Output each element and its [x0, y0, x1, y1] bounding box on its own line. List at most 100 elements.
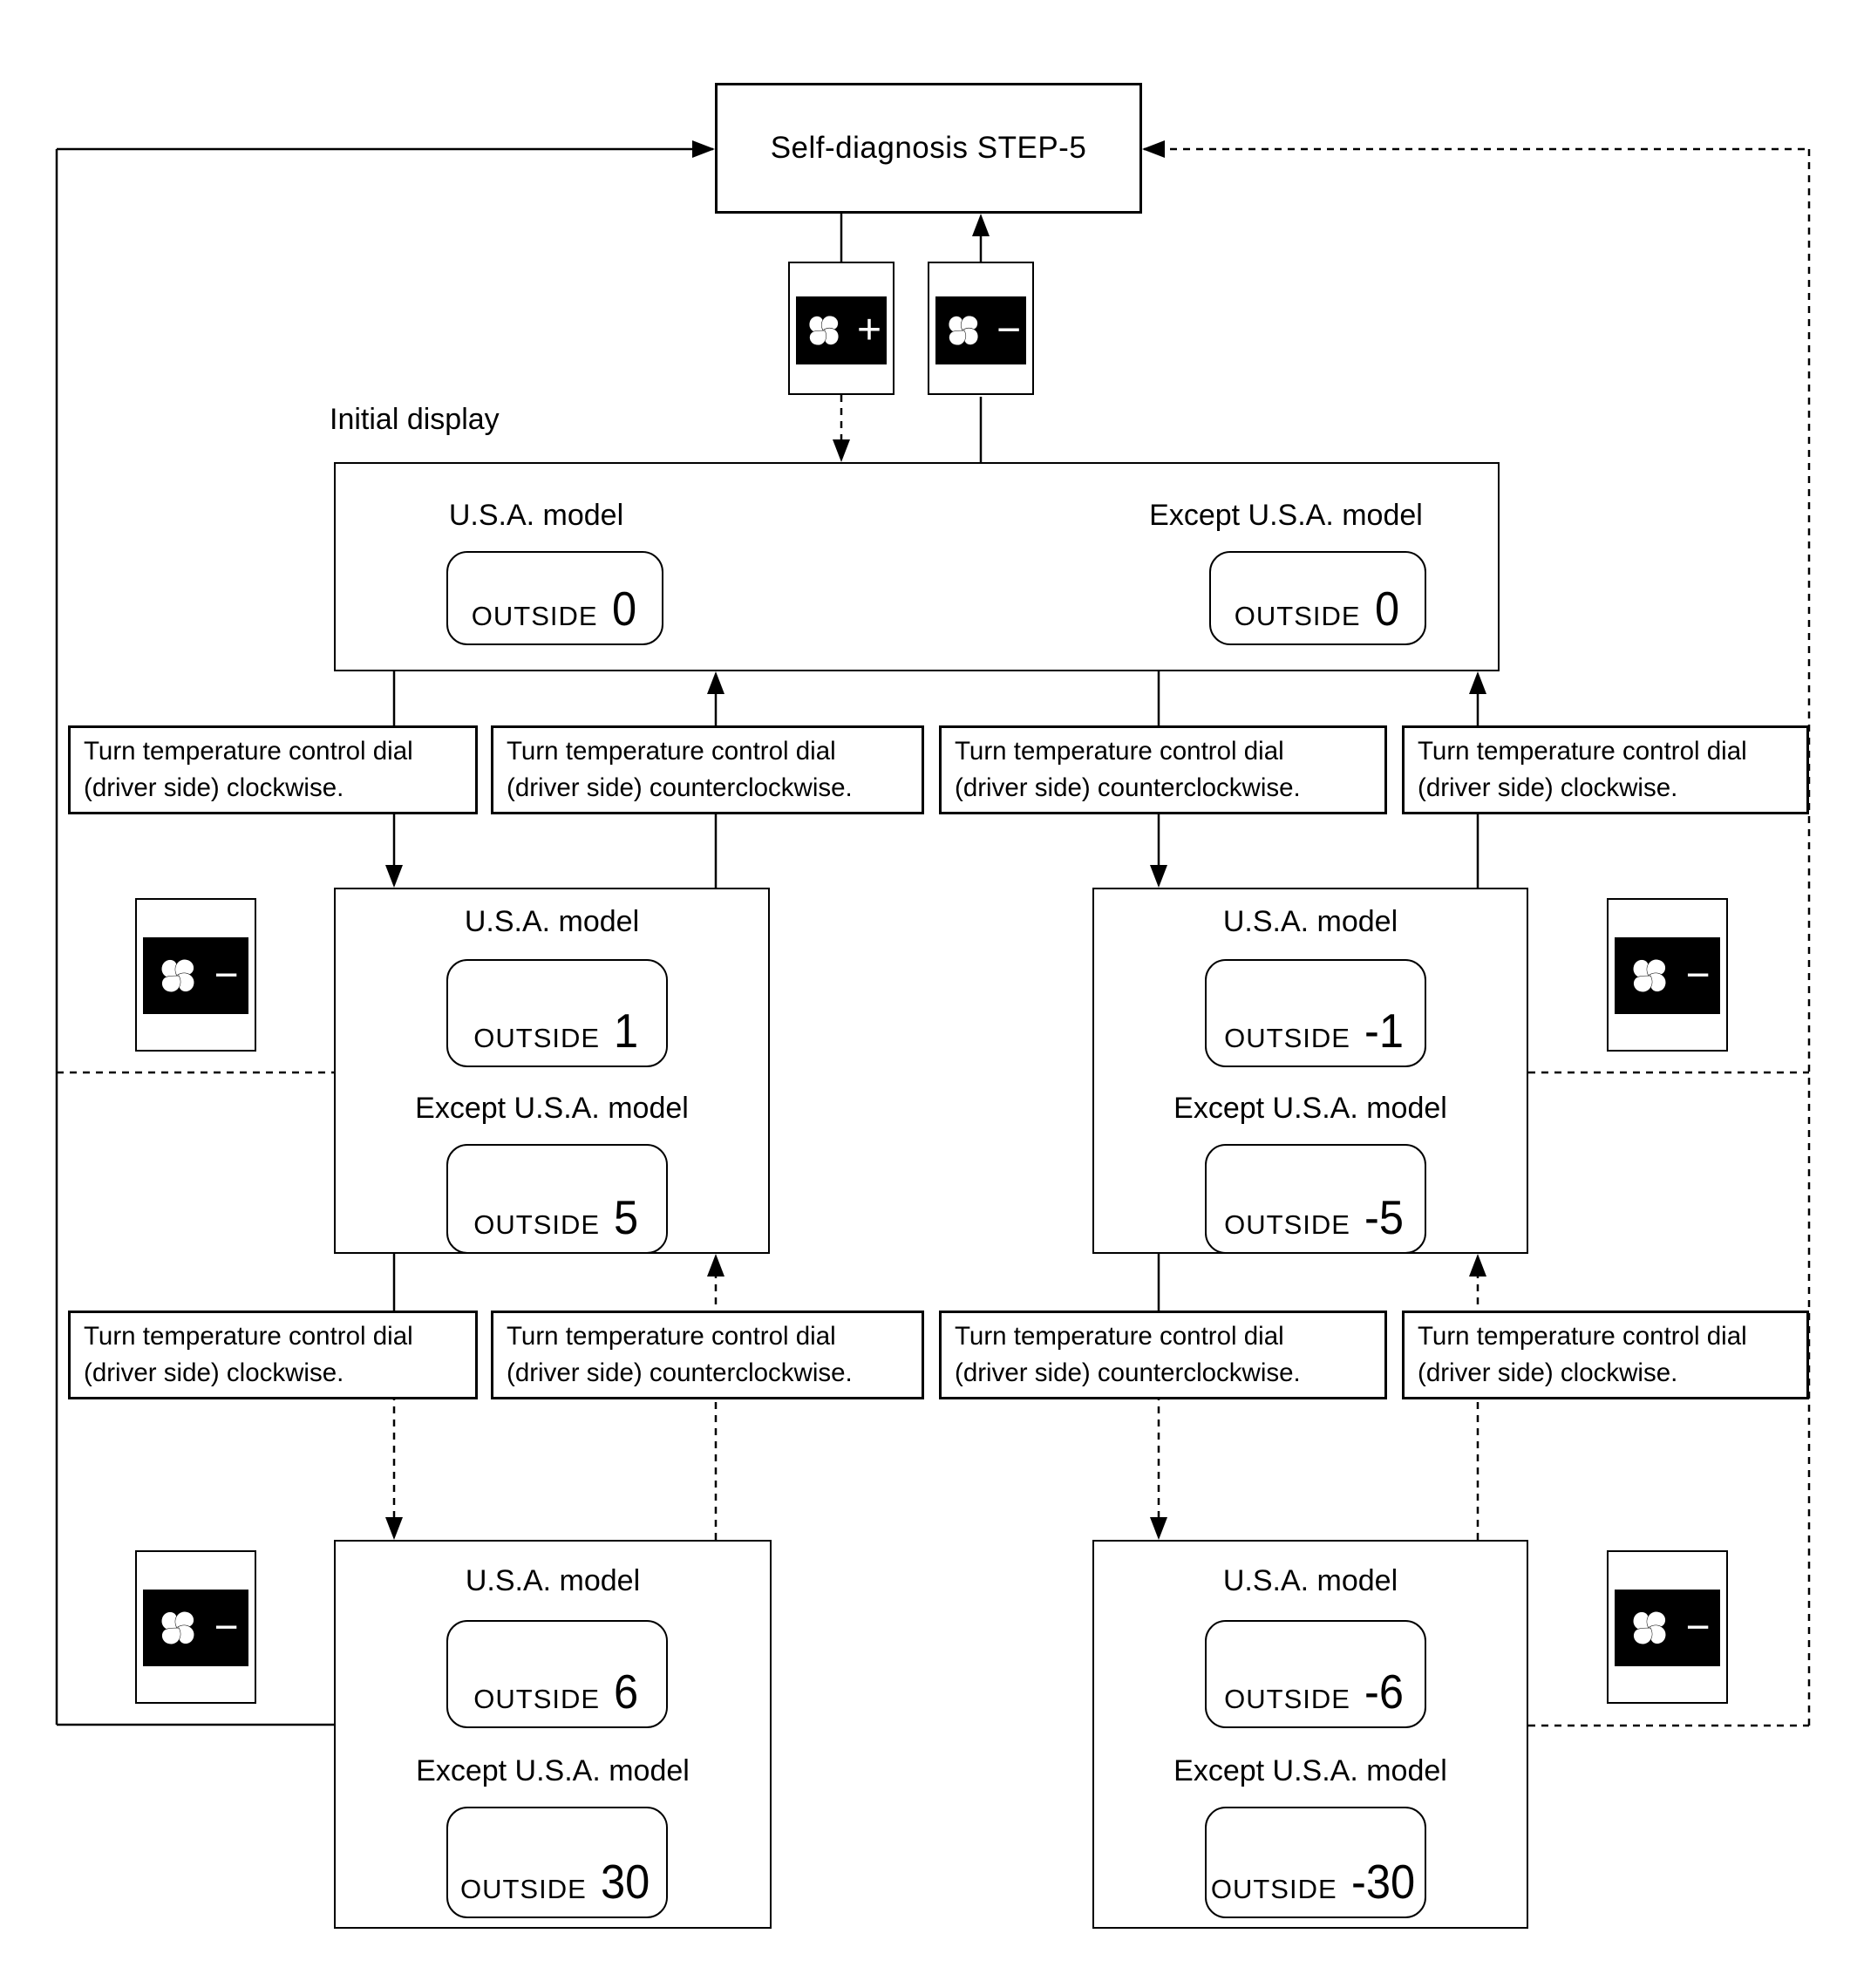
fan-icon — [1624, 1603, 1675, 1653]
instruction-line: (driver side) clockwise. — [1418, 1358, 1678, 1387]
instruction-line: Turn temperature control dial — [1418, 737, 1747, 766]
instruction-line: Turn temperature control dial — [507, 1322, 836, 1351]
outside-label: OUTSIDE — [1224, 1209, 1350, 1240]
bottom-right-state-box: U.S.A. model OUTSIDE -6 Except U.S.A. mo… — [1092, 1540, 1528, 1929]
instruction-line: Turn temperature control dial — [955, 1322, 1284, 1351]
except-usa-model-label: Except U.S.A. model — [1173, 1754, 1447, 1787]
outside-value: -30 — [1350, 1855, 1415, 1909]
usa-model-label: U.S.A. model — [1222, 1564, 1398, 1597]
instruction-line: Turn temperature control dial — [1418, 1322, 1747, 1351]
instruction-line: Turn temperature control dial — [955, 737, 1284, 766]
initial-display-label: Initial display — [330, 403, 500, 436]
fan-icon — [153, 950, 203, 1001]
instruction-ccw-box: Turn temperature control dial (driver si… — [491, 725, 924, 814]
arrowhead-midright-bottom-up — [1469, 1254, 1486, 1277]
except-usa-model-label: Except U.S.A. model — [1149, 499, 1423, 532]
outside-display: OUTSIDE 0 — [1209, 551, 1426, 645]
fan-minus-face: − — [935, 296, 1026, 364]
arrowhead-into-step5-right — [1142, 140, 1165, 158]
outside-label: OUTSIDE — [1224, 1023, 1350, 1053]
fan-icon — [801, 308, 847, 353]
arrowhead-botright-down — [1150, 1517, 1167, 1540]
outside-display: OUTSIDE 5 — [446, 1144, 668, 1254]
initial-display-box: U.S.A. model OUTSIDE 0 Except U.S.A. mod… — [334, 462, 1500, 671]
fan-icon — [941, 308, 986, 353]
outside-value: -1 — [1364, 1004, 1404, 1058]
outside-value: 6 — [614, 1665, 639, 1719]
fan-icon — [153, 1603, 203, 1653]
instruction-line: (driver side) clockwise. — [84, 773, 344, 802]
outside-label: OUTSIDE — [471, 601, 598, 631]
minus-icon: − — [214, 952, 239, 998]
fan-minus-button: − — [135, 1550, 256, 1704]
outside-value: 0 — [611, 582, 636, 636]
outside-label: OUTSIDE — [473, 1209, 601, 1240]
instruction-ccw-box: Turn temperature control dial (driver si… — [491, 1311, 924, 1399]
except-usa-model-label: Except U.S.A. model — [416, 1754, 690, 1787]
outside-display: OUTSIDE -30 — [1205, 1807, 1426, 1918]
outside-label: OUTSIDE — [460, 1874, 587, 1904]
fan-minus-face: − — [1615, 937, 1720, 1014]
except-usa-model-label: Except U.S.A. model — [1173, 1092, 1447, 1125]
minus-icon: − — [214, 1604, 239, 1651]
instruction-cw-box: Turn temperature control dial (driver si… — [1402, 725, 1809, 814]
minus-icon: − — [1685, 952, 1711, 998]
fan-minus-button: − — [928, 262, 1034, 395]
instruction-line: (driver side) clockwise. — [84, 1358, 344, 1387]
instruction-line: Turn temperature control dial — [84, 737, 413, 766]
middle-right-state-box: U.S.A. model OUTSIDE -1 Except U.S.A. mo… — [1092, 888, 1528, 1254]
middle-left-state-box: U.S.A. model OUTSIDE 1 Except U.S.A. mod… — [334, 888, 770, 1254]
fan-plus-face: + — [796, 296, 887, 364]
fan-minus-button: − — [135, 898, 256, 1052]
fan-minus-face: − — [143, 1590, 248, 1666]
instruction-line: Turn temperature control dial — [84, 1322, 413, 1351]
arrowhead-initright-up — [1469, 671, 1486, 694]
instruction-line: (driver side) counterclockwise. — [507, 1358, 853, 1387]
outside-label: OUTSIDE — [473, 1684, 601, 1714]
outside-value: -5 — [1364, 1190, 1404, 1244]
arrowhead-fanplus-down — [833, 439, 850, 462]
fan-icon — [1624, 950, 1675, 1001]
fan-minus-button: − — [1607, 898, 1728, 1052]
outside-display: OUTSIDE -1 — [1205, 959, 1426, 1067]
arrowhead-initleft-up — [707, 671, 724, 694]
instruction-line: (driver side) counterclockwise. — [955, 1358, 1301, 1387]
outside-display: OUTSIDE -6 — [1205, 1620, 1426, 1728]
outside-label: OUTSIDE — [473, 1023, 601, 1053]
arrowhead-fanminus-up — [972, 214, 990, 236]
instruction-line: (driver side) counterclockwise. — [507, 773, 853, 802]
outside-value: 30 — [600, 1855, 650, 1909]
fan-minus-face: − — [143, 937, 248, 1014]
arrowhead-midleft-down — [385, 865, 403, 888]
instruction-ccw-box: Turn temperature control dial (driver si… — [939, 1311, 1387, 1399]
outside-label: OUTSIDE — [1210, 1874, 1337, 1904]
instruction-cw-box: Turn temperature control dial (driver si… — [68, 1311, 478, 1399]
outside-display: OUTSIDE 1 — [446, 959, 668, 1067]
outside-display: OUTSIDE 0 — [446, 551, 663, 645]
arrowhead-midleft-bottom-up — [707, 1254, 724, 1277]
usa-model-label: U.S.A. model — [464, 905, 640, 938]
arrowhead-into-step5-left — [692, 140, 715, 158]
arrowhead-botleft-down — [385, 1517, 403, 1540]
outside-label: OUTSIDE — [1224, 1684, 1350, 1714]
arrowhead-midright-down — [1150, 865, 1167, 888]
outside-value: 5 — [614, 1190, 639, 1244]
outside-display: OUTSIDE -5 — [1205, 1144, 1426, 1254]
step5-title: Self-diagnosis STEP-5 — [770, 131, 1087, 165]
instruction-cw-box: Turn temperature control dial (driver si… — [68, 725, 478, 814]
step5-box: Self-diagnosis STEP-5 — [715, 83, 1142, 214]
minus-icon: − — [996, 307, 1022, 353]
except-usa-model-label: Except U.S.A. model — [415, 1092, 689, 1125]
outside-value: -6 — [1364, 1665, 1404, 1719]
usa-model-label: U.S.A. model — [1222, 905, 1398, 938]
fan-plus-button: + — [788, 262, 894, 395]
bottom-left-state-box: U.S.A. model OUTSIDE 6 Except U.S.A. mod… — [334, 1540, 772, 1929]
instruction-line: (driver side) counterclockwise. — [955, 773, 1301, 802]
outside-value: 1 — [614, 1004, 639, 1058]
minus-icon: − — [1685, 1604, 1711, 1651]
usa-model-label: U.S.A. model — [448, 499, 624, 532]
instruction-line: (driver side) clockwise. — [1418, 773, 1678, 802]
instruction-line: Turn temperature control dial — [507, 737, 836, 766]
outside-value: 0 — [1374, 582, 1399, 636]
